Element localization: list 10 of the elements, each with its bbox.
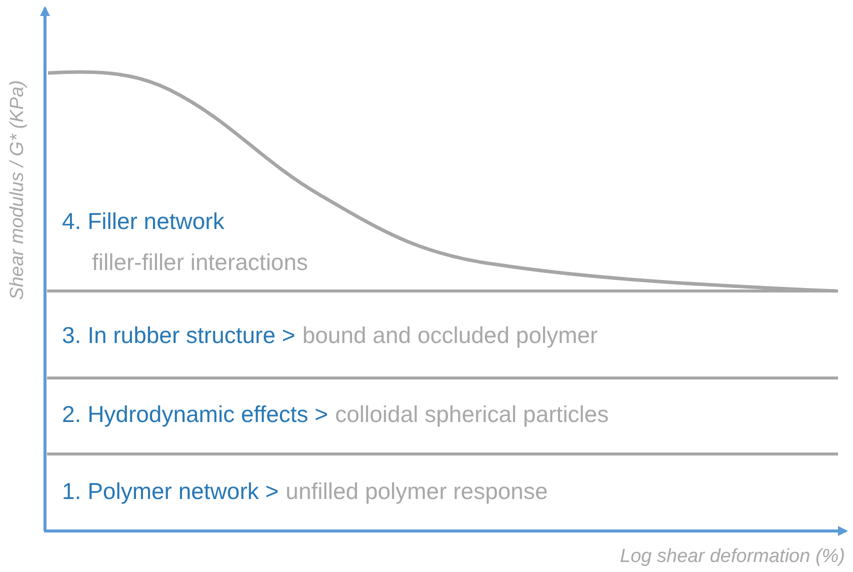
- region-label: 4. Filler network: [62, 208, 224, 235]
- axis-title: Shear modulus / G* (KPa): [7, 80, 28, 300]
- region-label: bound and occluded polymer: [302, 322, 598, 349]
- region-label: colloidal spherical particles: [335, 401, 609, 428]
- region-label: 1. Polymer network >: [62, 478, 279, 505]
- region-label: unfilled polymer response: [286, 478, 548, 505]
- region-label: filler-filler interactions: [92, 249, 308, 276]
- region-label: 2. Hydrodynamic effects >: [62, 401, 328, 428]
- region-label: 3. In rubber structure >: [62, 322, 296, 349]
- axis-title: Log shear deformation (%): [620, 546, 845, 568]
